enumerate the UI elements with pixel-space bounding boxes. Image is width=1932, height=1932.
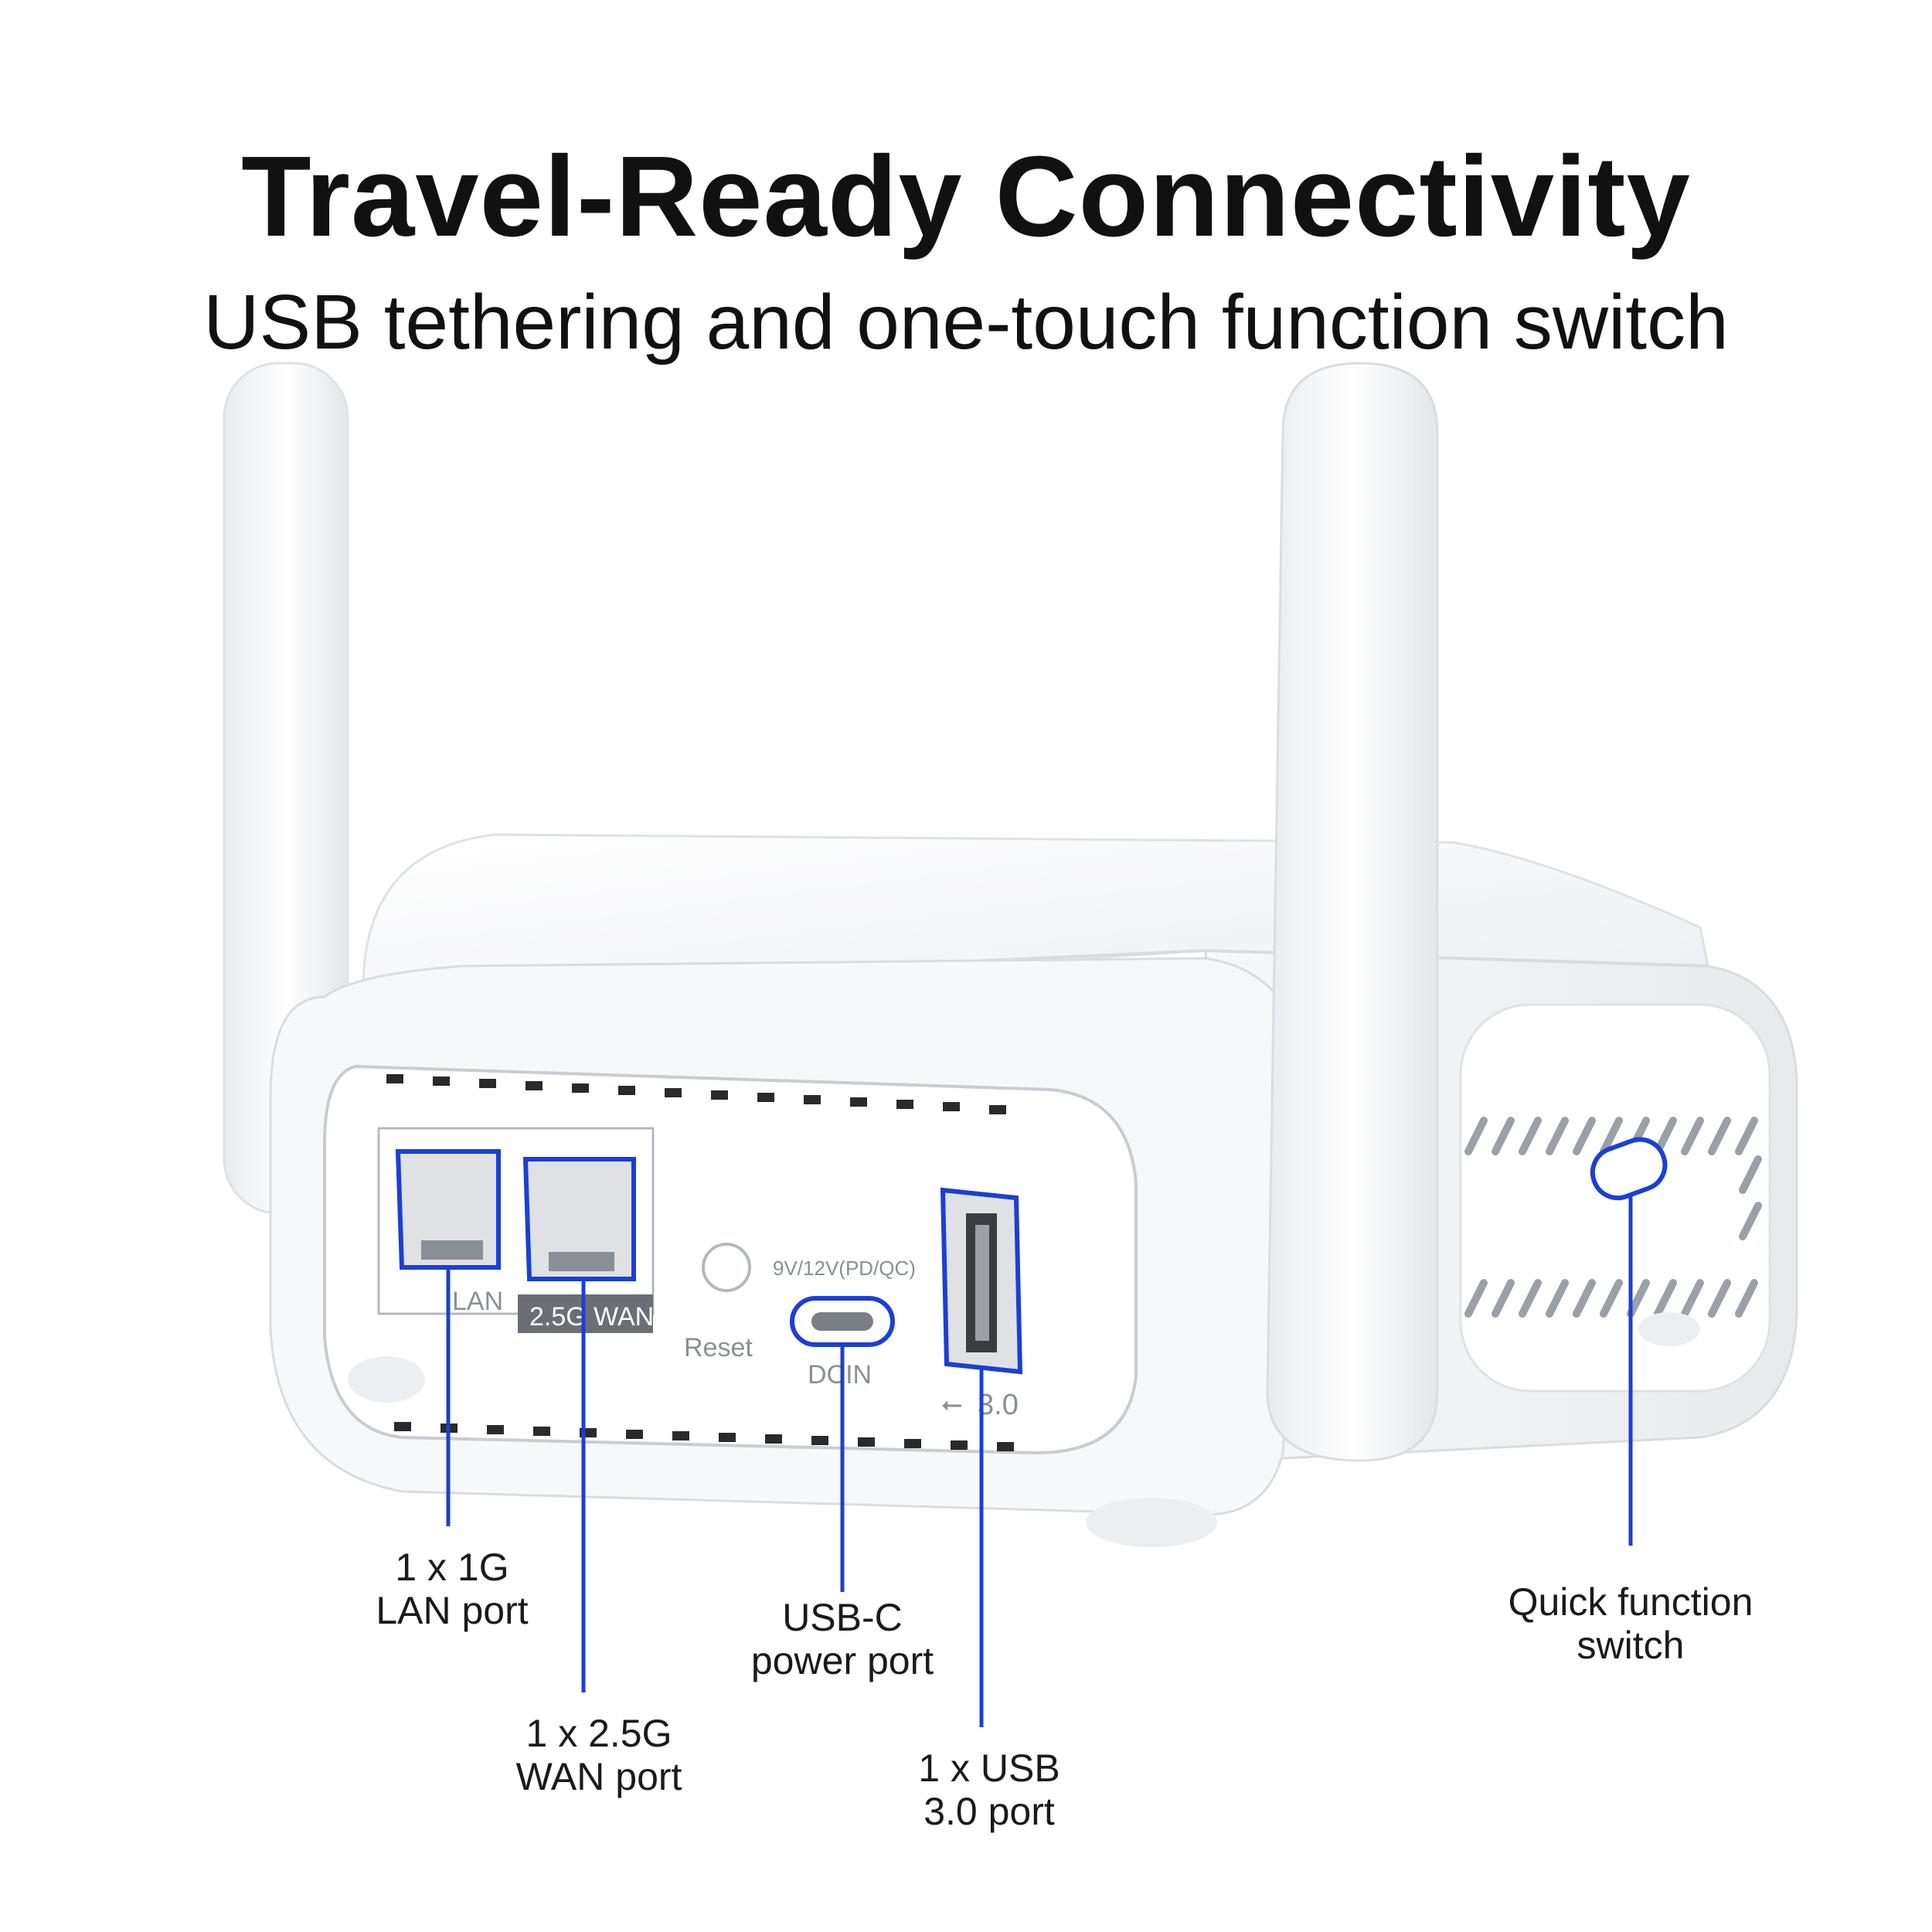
reset-label: Reset xyxy=(684,1333,753,1362)
lan-port[interactable] xyxy=(395,1149,501,1270)
router-front-body: LAN 2.5G WAN Reset 9V/12V(PD/QC) DCIN 3.… xyxy=(269,957,1308,1516)
front-vent-dashes xyxy=(386,1074,1014,1451)
power-spec-label: 9V/12V(PD/QC) xyxy=(773,1257,916,1280)
headline: Travel-Ready Connectivity xyxy=(241,133,1691,260)
reset-button[interactable] xyxy=(702,1243,751,1292)
callout-lines xyxy=(446,1194,1633,1727)
wan-label: 2.5G WAN xyxy=(529,1302,654,1332)
subheadline: USB tethering and one-touch function swi… xyxy=(203,279,1729,366)
callout-quick-switch: Quick function switch xyxy=(1508,1580,1753,1667)
foot-center xyxy=(1086,1498,1217,1547)
usb-label: 3.0 xyxy=(978,1389,1019,1421)
foot-left xyxy=(348,1356,425,1403)
right-antenna xyxy=(1266,362,1439,1462)
quick-function-switch[interactable] xyxy=(1586,1133,1672,1206)
callout-usb-port: 1 x USB 3.0 port xyxy=(918,1747,1060,1833)
callout-usbc-port: USB-C power port xyxy=(750,1596,934,1682)
wan-port[interactable] xyxy=(522,1157,636,1281)
usb-icon: ⭠ xyxy=(941,1389,962,1420)
callout-lan-port: 1 x 1G LAN port xyxy=(376,1546,529,1632)
dcin-label: DCIN xyxy=(808,1360,872,1389)
lan-label: LAN xyxy=(452,1287,503,1316)
foot-right xyxy=(1638,1312,1700,1346)
usb-3-port[interactable] xyxy=(940,1187,1023,1375)
usb-c-port[interactable] xyxy=(790,1296,895,1347)
callout-wan-port: 1 x 2.5G WAN port xyxy=(515,1712,682,1798)
